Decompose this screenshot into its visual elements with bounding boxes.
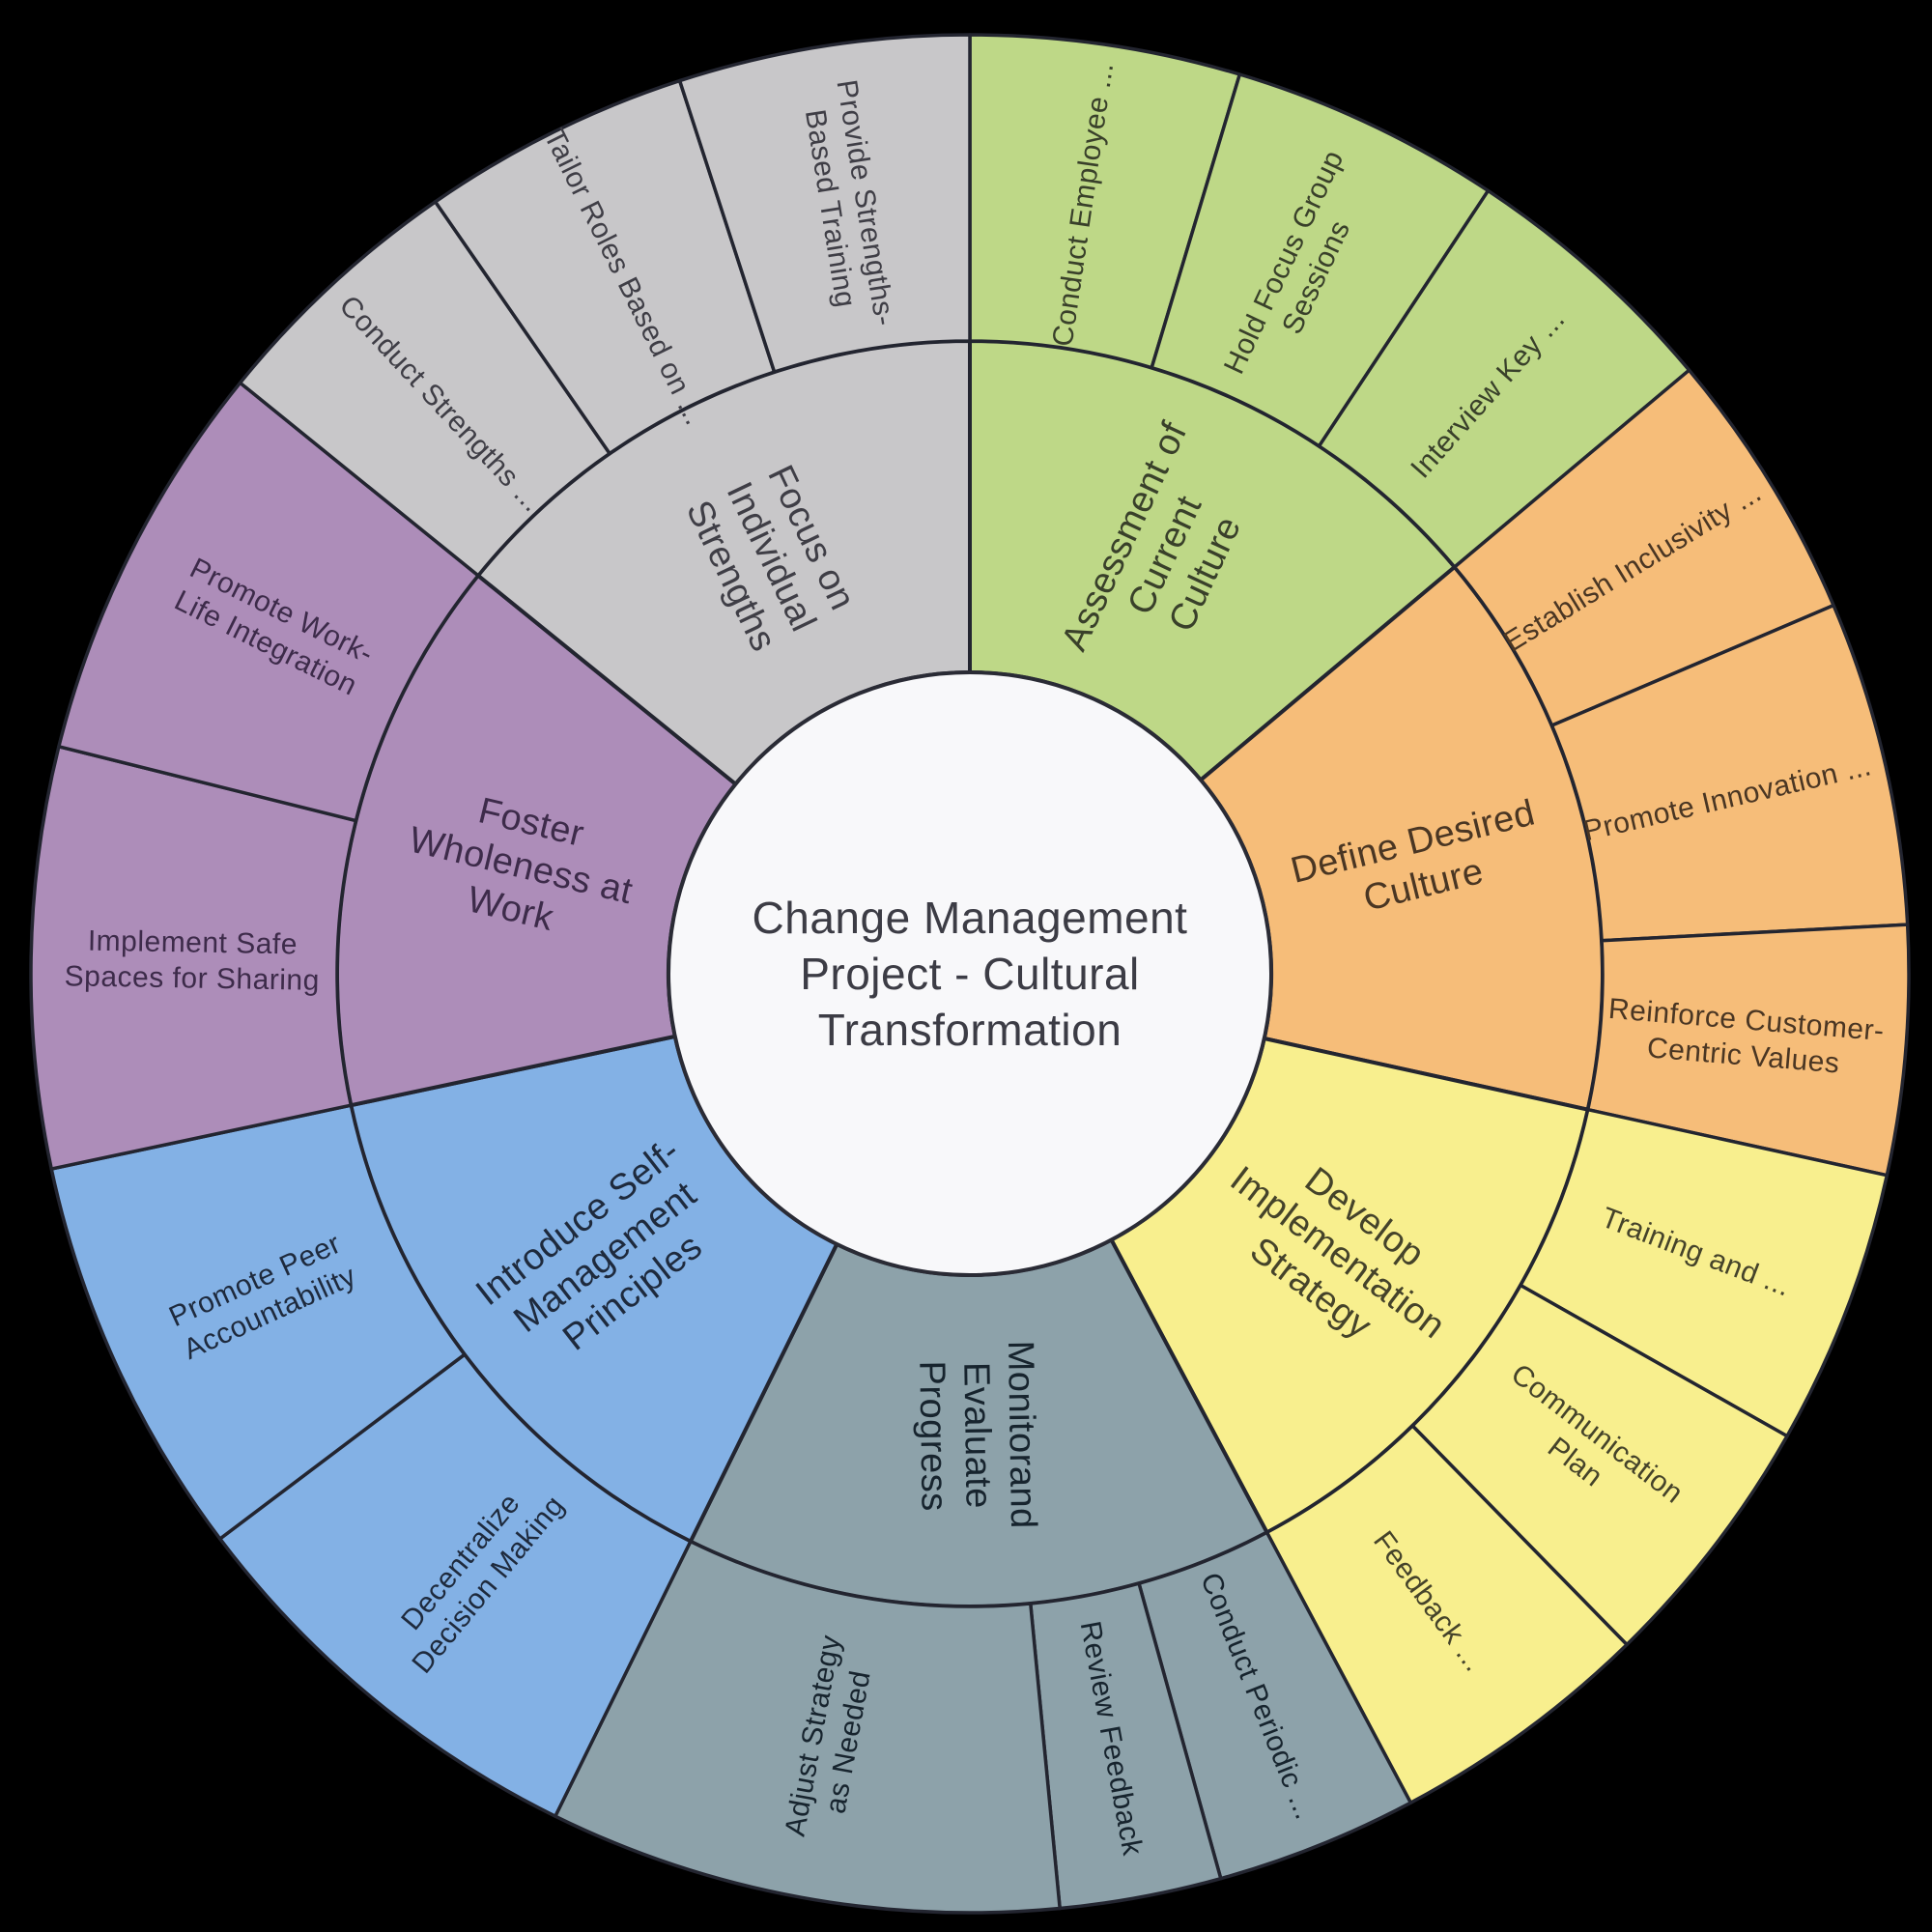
branch-introduce-self-management-principles: Introduce Self-ManagementPrinciplesDecen… bbox=[49, 1034, 839, 1818]
label-implement-safe-spaces-for-sharing: Implement SafeSpaces for Sharing bbox=[64, 924, 320, 997]
sector-provide-strengths-based-training[interactable] bbox=[677, 33, 972, 374]
center-circle bbox=[667, 670, 1273, 1277]
label-monitor-and-evaluate-progress: MonitorandEvaluateProgress bbox=[911, 1340, 1043, 1530]
